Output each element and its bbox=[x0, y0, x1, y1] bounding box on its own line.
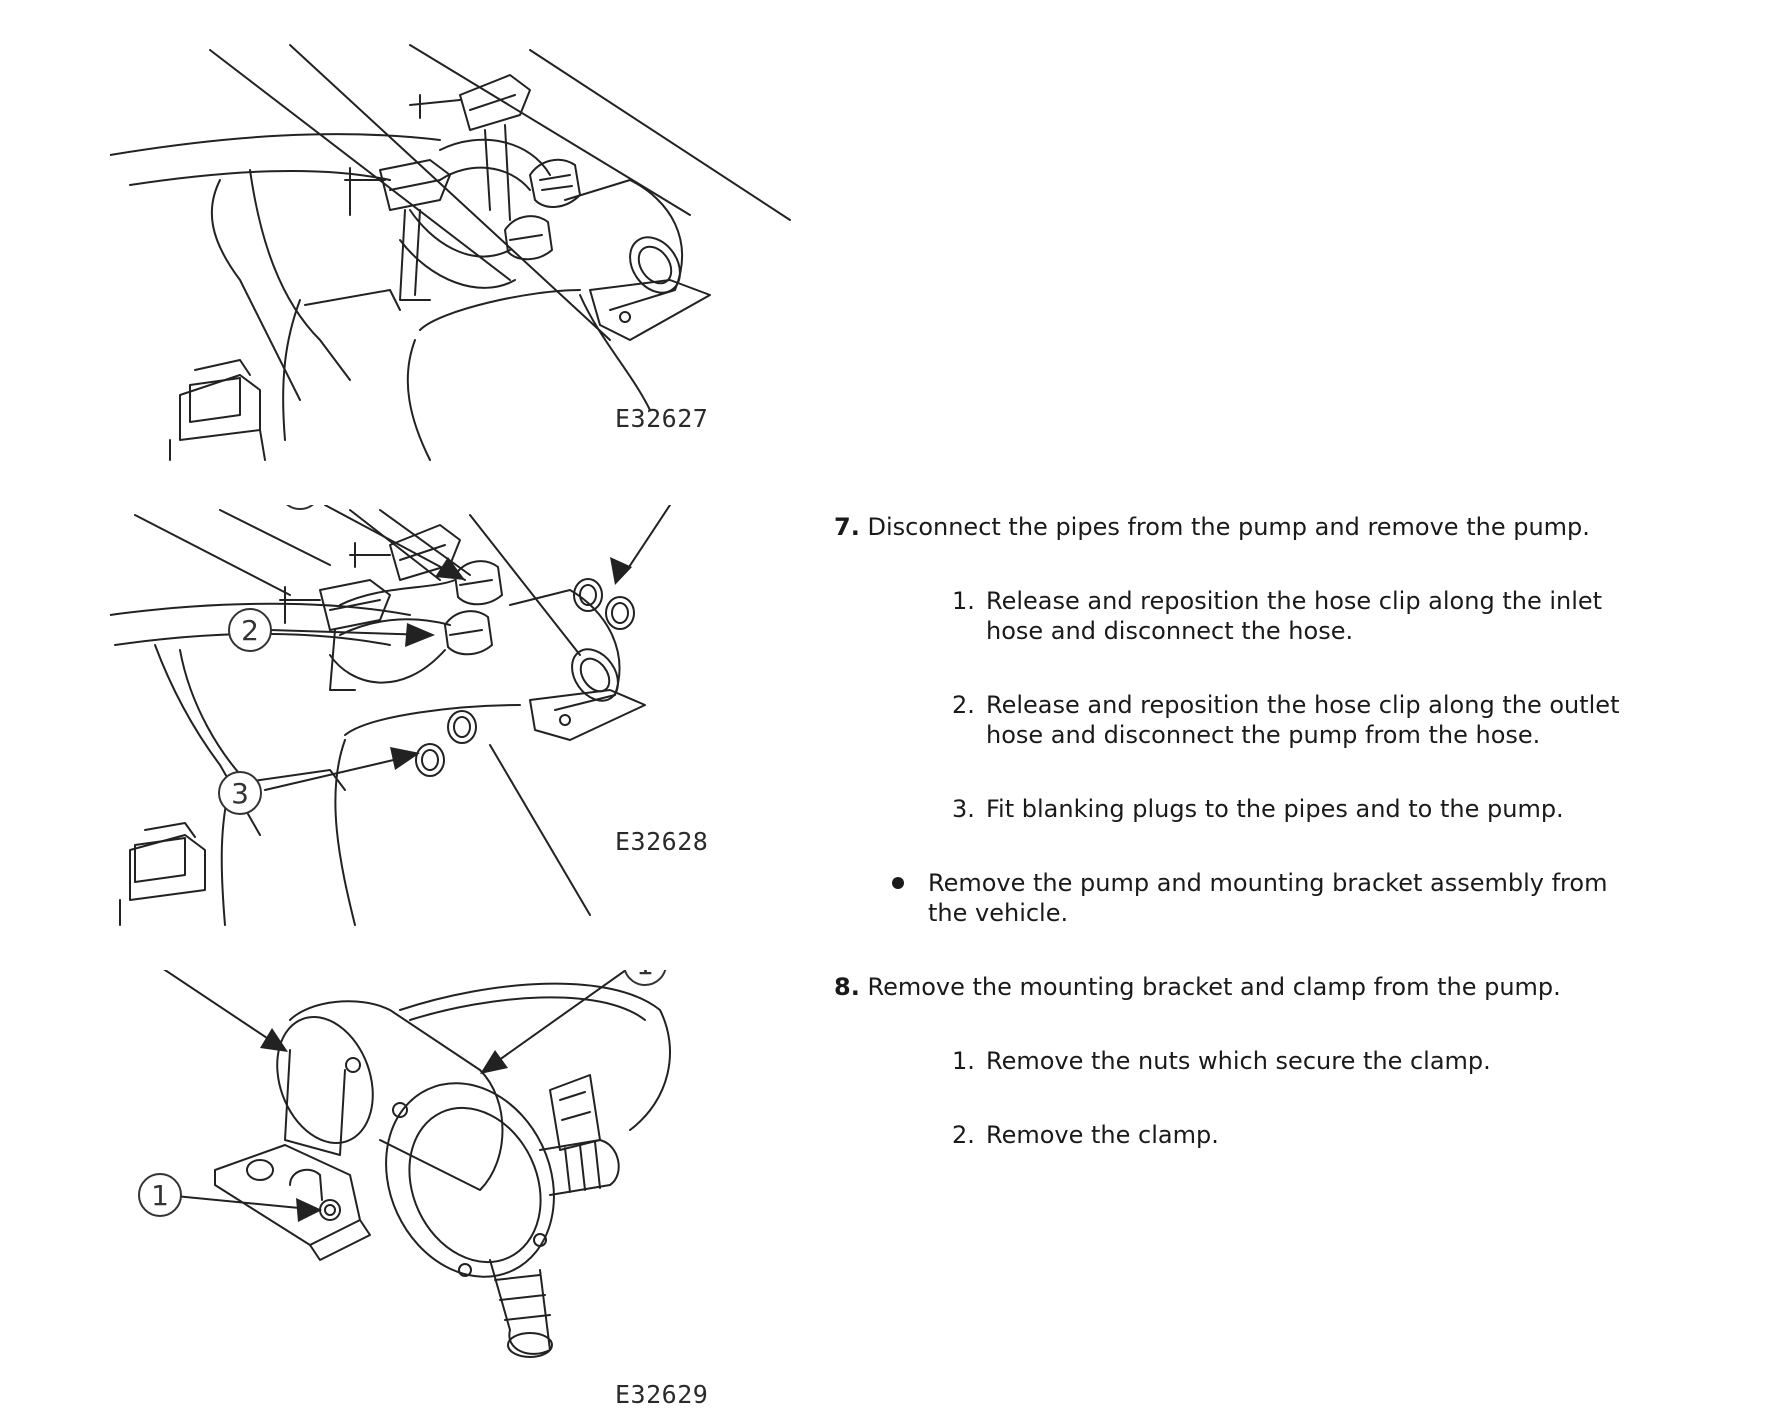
substep-number: 1. bbox=[952, 1047, 975, 1075]
step-7: 7. Disconnect the pipes from the pump an… bbox=[834, 512, 1694, 542]
callout-1: 1 bbox=[286, 505, 314, 510]
substep-line: Remove the nuts which secure the clamp. bbox=[986, 1047, 1491, 1075]
substep-line: Release and reposition the hose clip alo… bbox=[986, 587, 1603, 615]
figure-e32629: 2 1 1 E32629 bbox=[110, 970, 810, 1410]
pump-bracket-clamp-illustration bbox=[163, 970, 671, 1358]
substep-number: 1. bbox=[952, 587, 975, 615]
figure-code: E32627 bbox=[615, 404, 709, 433]
bullet-line: the vehicle. bbox=[928, 899, 1069, 927]
substep-8-2: 2. Remove the clamp. bbox=[952, 1120, 1219, 1150]
callout-layer: 2 1 1 bbox=[138, 970, 667, 1217]
step-text: Disconnect the pipes from the pump and r… bbox=[867, 513, 1590, 541]
svg-text:2: 2 bbox=[241, 614, 259, 647]
pump-pipes-disconnect-illustration bbox=[110, 505, 671, 926]
substep-7-1: 1. Release and reposition the hose clip a… bbox=[952, 586, 1602, 646]
substep-number: 3. bbox=[952, 795, 975, 823]
figure-code: E32629 bbox=[615, 1380, 709, 1409]
substep-number: 2. bbox=[952, 1121, 975, 1149]
step-8: 8. Remove the mounting bracket and clamp… bbox=[834, 972, 1694, 1002]
step-number: 8. bbox=[834, 973, 860, 1001]
callout-layer: 1 2 3 3 bbox=[218, 505, 314, 815]
svg-text:3: 3 bbox=[231, 777, 249, 810]
bullet-7: Remove the pump and mounting bracket ass… bbox=[892, 868, 1672, 932]
callout-1-upper: 1 bbox=[623, 970, 667, 986]
substep-7-3: 3. Fit blanking plugs to the pipes and to… bbox=[952, 794, 1564, 824]
substep-8-1: 1. Remove the nuts which secure the clamp… bbox=[952, 1046, 1491, 1076]
substep-line: Remove the clamp. bbox=[986, 1121, 1219, 1149]
step-text: Remove the mounting bracket and clamp fr… bbox=[867, 973, 1561, 1001]
substep-line: hose and disconnect the hose. bbox=[986, 617, 1354, 645]
step-number: 7. bbox=[834, 513, 860, 541]
substep-line: Release and reposition the hose clip alo… bbox=[986, 691, 1620, 719]
figure-e32627: E32627 bbox=[110, 40, 810, 500]
bullet-line: Remove the pump and mounting bracket ass… bbox=[928, 869, 1608, 897]
callout-2: 2 bbox=[228, 608, 272, 652]
callout-3-lower: 3 bbox=[218, 771, 262, 815]
substep-7-2: 2. Release and reposition the hose clip a… bbox=[952, 690, 1619, 750]
svg-text:1: 1 bbox=[636, 970, 654, 981]
pump-pipes-clamped-illustration bbox=[110, 44, 791, 461]
bullet-dot bbox=[892, 877, 904, 889]
svg-text:1: 1 bbox=[151, 1179, 169, 1212]
callout-1-lower: 1 bbox=[138, 1173, 182, 1217]
figure-e32628: 1 2 3 3 E32628 bbox=[110, 505, 810, 965]
substep-line: Fit blanking plugs to the pipes and to t… bbox=[986, 795, 1564, 823]
substep-number: 2. bbox=[952, 691, 975, 719]
substep-line: hose and disconnect the pump from the ho… bbox=[986, 721, 1541, 749]
figure-code: E32628 bbox=[615, 827, 709, 856]
